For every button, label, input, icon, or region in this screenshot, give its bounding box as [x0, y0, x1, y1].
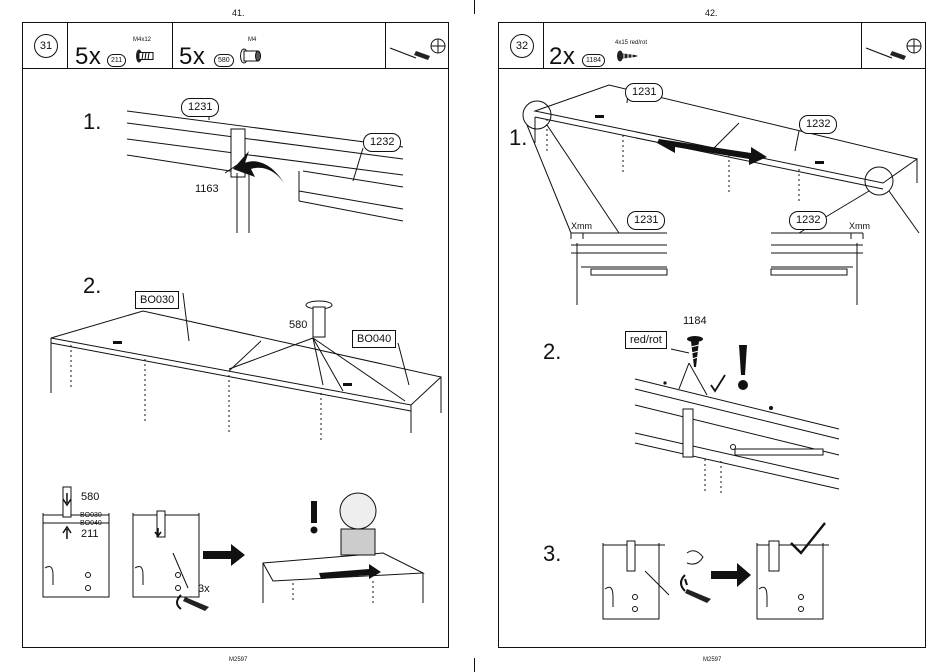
detail-label: 580: [81, 491, 99, 503]
instruction-page-left: 31 5x 211 M4x12 5x 580 M4 1.: [22, 22, 449, 648]
model-code: M2597: [703, 657, 721, 663]
connector-detail-illustration: [23, 23, 450, 649]
page-number: 42.: [705, 8, 718, 18]
detail-label: 211: [81, 528, 99, 540]
model-code: M2597: [229, 657, 247, 663]
crop-mark: [474, 0, 475, 14]
detail-label: BO030: [80, 512, 102, 519]
instruction-page-right: 32 2x 1184 4x15 red/rot 1.: [498, 22, 926, 648]
page-number: 41.: [232, 8, 245, 18]
repeat-count: 3x: [198, 583, 210, 595]
cam-lock-illustration: [499, 23, 927, 649]
detail-label: BO040: [80, 520, 102, 527]
crop-mark: [474, 658, 475, 672]
